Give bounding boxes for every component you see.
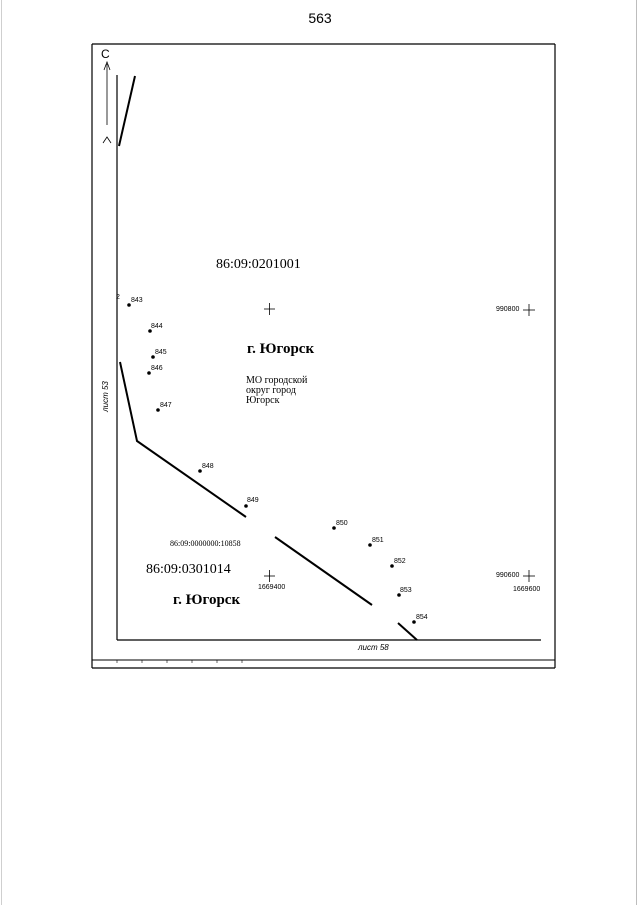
- north-label: С: [101, 47, 110, 61]
- boundary-top-diagonal: [118, 75, 136, 147]
- point-marker: [244, 504, 248, 508]
- district-label-lower: 86:09:0301014: [146, 562, 231, 577]
- point-label-854: 854: [416, 614, 428, 621]
- boundary-lower: [274, 536, 373, 606]
- point-label-853: 853: [400, 587, 412, 594]
- boundary-main: [119, 361, 247, 518]
- parcel-label: 86:09:0000000:10858: [170, 539, 241, 548]
- grid-cross: [264, 303, 275, 315]
- page-number: 563: [308, 10, 332, 26]
- point-marker: [198, 469, 202, 473]
- grid-cross: [264, 570, 275, 582]
- point-label-845: 845: [155, 349, 167, 356]
- boundary-end: [397, 622, 418, 641]
- point-label-848: 848: [202, 463, 214, 470]
- municipality-label: МО городской округ город Югорск: [246, 375, 308, 406]
- coord-y-upper: 990800: [496, 306, 520, 313]
- point-label-852: 852: [394, 558, 406, 565]
- scan-edge-left: [1, 0, 2, 905]
- north-arrow-head: [103, 60, 111, 71]
- point-label-844: 844: [151, 323, 163, 330]
- sheet-label-left: лист 53: [100, 381, 110, 412]
- point-marker: [148, 329, 152, 333]
- point-marker: [147, 371, 151, 375]
- scan-edge-right: [636, 0, 637, 905]
- point-label-847: 847: [160, 402, 172, 409]
- grid-cross: [523, 304, 535, 316]
- point-marker: [332, 526, 336, 530]
- point-marker: [412, 620, 416, 624]
- coord-y-lower: 990600: [496, 572, 520, 579]
- city-label-lower: г. Югорск: [173, 592, 241, 608]
- point-label-843: 843: [131, 297, 143, 304]
- north-arrow-tail: [102, 136, 112, 144]
- point-marker: [368, 543, 372, 547]
- ruler-ticks: [116, 660, 243, 663]
- district-label-upper: 86:09:0201001: [216, 257, 301, 272]
- point-marker: [151, 355, 155, 359]
- point-marker: [397, 593, 401, 597]
- point-label-850: 850: [336, 520, 348, 527]
- point-label-849: 849: [247, 497, 259, 504]
- point-label-851: 851: [372, 537, 384, 544]
- grid-cross: [523, 570, 535, 582]
- coord-x-left: 1669400: [258, 584, 286, 591]
- city-label-upper: г. Югорск: [247, 341, 315, 357]
- point-marker: [390, 564, 394, 568]
- point-marker: [127, 303, 131, 307]
- point-label-846: 846: [151, 365, 163, 372]
- point-label-2: 2: [116, 294, 120, 301]
- sheet-label-bottom: лист 58: [358, 643, 389, 652]
- coord-x-right: 1669600: [513, 586, 541, 593]
- point-marker: [156, 408, 160, 412]
